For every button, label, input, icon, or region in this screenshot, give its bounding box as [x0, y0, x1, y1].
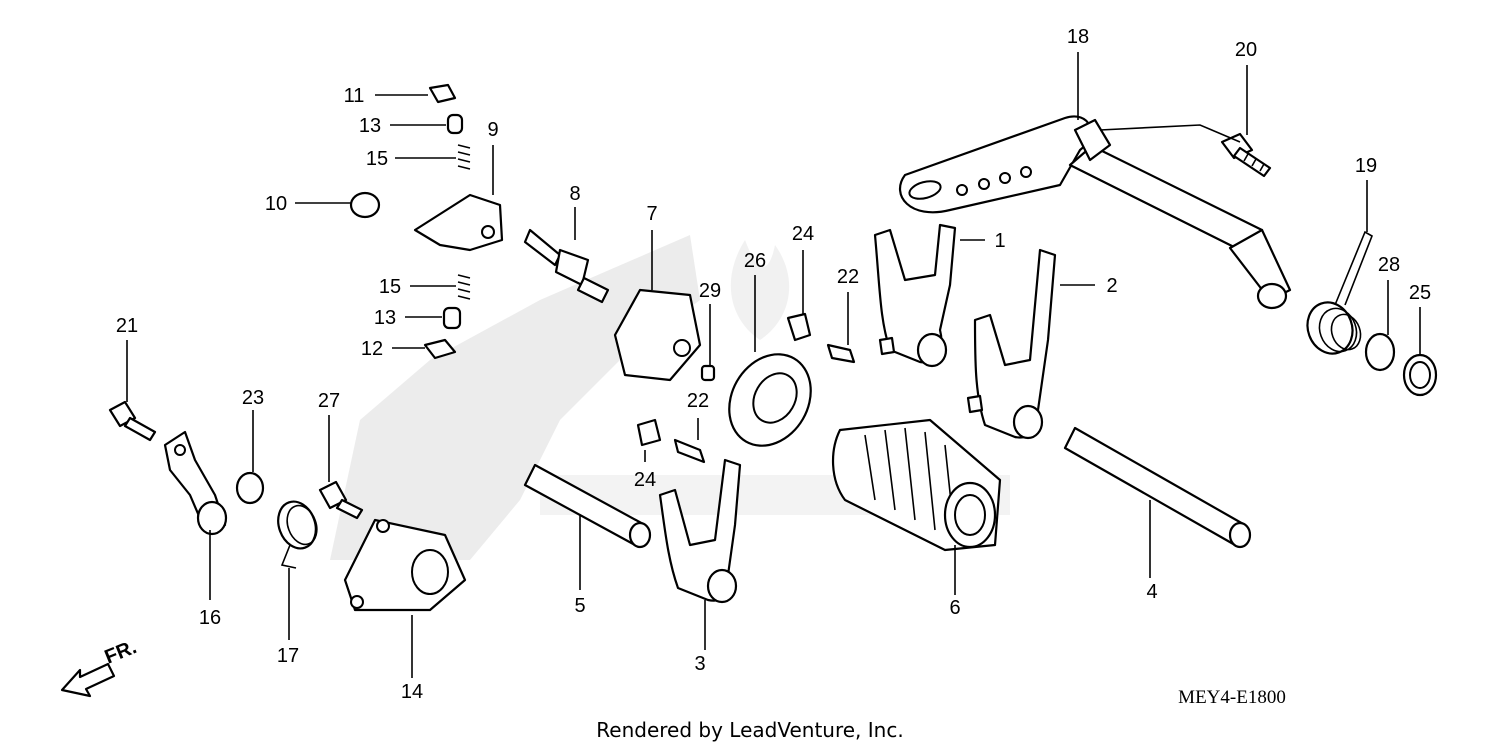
callout-26: 26	[744, 250, 766, 272]
plate-14-part	[343, 518, 467, 612]
cap-11-part	[428, 83, 457, 104]
plunger-13-upper-part	[446, 113, 464, 135]
fork-shaft-long-part	[1063, 426, 1252, 549]
callout-1: 1	[994, 230, 1005, 252]
callout-3: 3	[694, 653, 705, 675]
callout-labels: 1 2 3 4 5 6 7 8 9 10 11 12 13 13 14 15 1…	[116, 26, 1431, 703]
shift-fork-3-part	[658, 458, 742, 604]
callout-19: 19	[1355, 155, 1377, 177]
callout-18: 18	[1067, 26, 1089, 48]
callout-9: 9	[487, 119, 498, 141]
callout-12: 12	[361, 338, 383, 360]
spring-15-upper-part	[457, 144, 471, 170]
callout-14: 14	[401, 681, 423, 703]
bolt-27-part	[318, 480, 364, 520]
stopper-plate-upper-part	[786, 312, 856, 364]
diagram-code: MEY4-E1800	[1178, 687, 1286, 708]
shift-fork-1-part	[873, 223, 957, 368]
dowel-pin-part	[700, 364, 716, 382]
arm-16-part	[163, 430, 228, 536]
callout-16: 16	[199, 607, 221, 629]
callout-20: 20	[1235, 39, 1257, 61]
callout-4: 4	[1146, 581, 1157, 603]
callout-29: 29	[699, 280, 721, 302]
callout-17: 17	[277, 645, 299, 667]
callout-23: 23	[242, 387, 264, 409]
stopper-plate-lower-part	[636, 418, 706, 464]
callout-25: 25	[1409, 282, 1431, 304]
front-label: FR.	[102, 636, 140, 668]
callout-7: 7	[646, 203, 657, 225]
front-direction-indicator: FR.	[60, 636, 140, 698]
callout-15-lower: 15	[379, 276, 401, 298]
callout-24-upper: 24	[792, 223, 814, 245]
callout-22-lower: 22	[687, 390, 709, 412]
callout-28: 28	[1378, 254, 1400, 276]
shift-fork-2-part	[966, 248, 1057, 440]
shift-spindle-part	[898, 115, 1292, 310]
return-spring-part	[1306, 230, 1373, 355]
callout-10: 10	[265, 193, 287, 215]
leader-lines	[126, 52, 1421, 678]
plunger-13-lower-part	[442, 306, 462, 330]
render-credit: Rendered by LeadVenture, Inc.	[596, 718, 903, 742]
shift-drum-part	[831, 418, 1002, 552]
callout-5: 5	[574, 595, 585, 617]
stopper-arm-part	[413, 193, 504, 252]
callout-21: 21	[116, 315, 138, 337]
callout-13-upper: 13	[359, 115, 381, 137]
callout-24-lower: 24	[634, 469, 656, 491]
cap-12-part	[423, 338, 457, 360]
callout-22-upper: 22	[837, 266, 859, 288]
callout-8: 8	[569, 183, 580, 205]
callout-6: 6	[949, 597, 960, 619]
bolt-21-part	[108, 400, 157, 442]
spring-15-lower-part	[457, 274, 471, 300]
oil-seal-part	[1402, 353, 1438, 397]
collar-10-part	[349, 191, 381, 219]
drum-center-bolt-part	[523, 228, 610, 304]
drum-center-part	[613, 288, 702, 382]
callout-13-lower: 13	[374, 307, 396, 329]
bearing-part	[728, 353, 812, 447]
washer-23-part	[235, 471, 265, 505]
collar-part	[1364, 332, 1396, 372]
shift-arm-bolt-part	[1220, 132, 1272, 178]
front-arrow-icon	[60, 662, 116, 698]
callout-2: 2	[1106, 275, 1117, 297]
callout-27: 27	[318, 390, 340, 412]
fork-shaft-short-part	[523, 463, 652, 549]
spring-17-part	[277, 500, 318, 569]
callout-11: 11	[344, 85, 365, 107]
callout-15-upper: 15	[366, 148, 388, 170]
